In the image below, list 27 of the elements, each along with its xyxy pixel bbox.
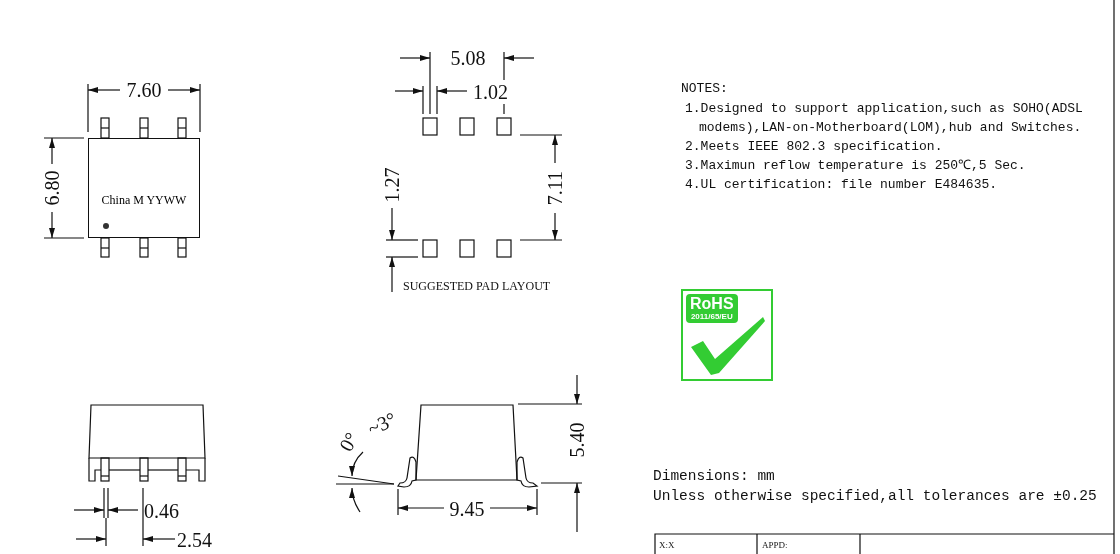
table-cell-text: APPD: [762, 539, 788, 551]
dimension-value: 7.60 [126, 78, 162, 102]
note-text: 1.Designed to support application,such as SOHO(ADSL modems),LAN-on-Motherboard(LOM),hub and Switches. [685, 100, 1084, 137]
dimension-value: 1.02 [473, 80, 508, 104]
dimension-value: 2.54 [177, 528, 212, 552]
rohs-title: RoHS [690, 295, 734, 312]
angle-value: 0° [334, 428, 364, 456]
notes-heading: NOTES: [681, 81, 728, 97]
dimension-value: 6.80 [40, 170, 64, 206]
note-text: 4.UL certification: file number E484635. [685, 177, 998, 193]
note-text: 2.Meets IEEE 802.3 specification. [685, 139, 943, 155]
chip-body [88, 138, 200, 238]
dimension-value: 5.08 [450, 46, 486, 70]
rohs-mark [681, 289, 773, 381]
table-cell-text: X:X [659, 539, 675, 551]
dimension-value: 1.27 [380, 167, 404, 203]
dimension-value: 9.45 [449, 497, 485, 521]
dimension-value: 7.11 [543, 170, 567, 206]
marking-text: China M YYWW [100, 193, 188, 208]
note-text: 3.Maximun reflow temperature is 250℃,5 Sec. [685, 158, 1026, 174]
directive-number: 2011/65/EU [690, 312, 734, 321]
dimension-value: 0.46 [144, 499, 179, 523]
angle-value: ~3° [364, 407, 400, 441]
dimension-value: 5.40 [565, 422, 589, 458]
units-note: Dimensions: mm [653, 467, 775, 485]
drawing-caption: SUGGESTED PAD LAYOUT [403, 280, 551, 294]
tolerance-note: Unless otherwise specified,all tolerances are ±0.25 [653, 487, 1097, 505]
